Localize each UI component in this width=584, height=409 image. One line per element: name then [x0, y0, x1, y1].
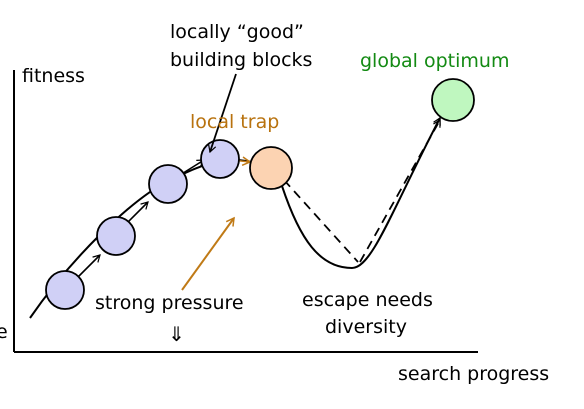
left-edge-fragment: e	[0, 321, 8, 343]
local-trap-label: local trap	[190, 111, 279, 133]
node-3	[148, 164, 188, 204]
global-optimum-node	[431, 78, 475, 122]
building-blocks-label-line2: building blocks	[170, 49, 312, 71]
global-optimum-label: global optimum	[360, 50, 509, 72]
building-blocks-pointer	[207, 73, 237, 154]
escape-dashed-up	[359, 118, 441, 263]
escape-dashed-down	[283, 179, 359, 263]
node-1	[45, 270, 85, 310]
step-arrow-1	[74, 254, 101, 281]
local-trap-node	[249, 146, 293, 190]
escape-label-line2: diversity	[325, 316, 407, 338]
escape-valley-curve	[281, 116, 441, 270]
y-axis-label: fitness	[22, 65, 85, 87]
node-4	[200, 139, 240, 179]
pressure-arrow	[181, 216, 235, 291]
strong-pressure-label: strong pressure	[95, 292, 244, 314]
x-axis-label: search progress	[398, 363, 549, 385]
building-blocks-label-line1: locally “good”	[170, 21, 304, 43]
escape-label-line1: escape needs	[302, 289, 433, 311]
pressure-down-arrow-glyph: ⇓	[168, 322, 185, 346]
node-2	[96, 216, 136, 256]
